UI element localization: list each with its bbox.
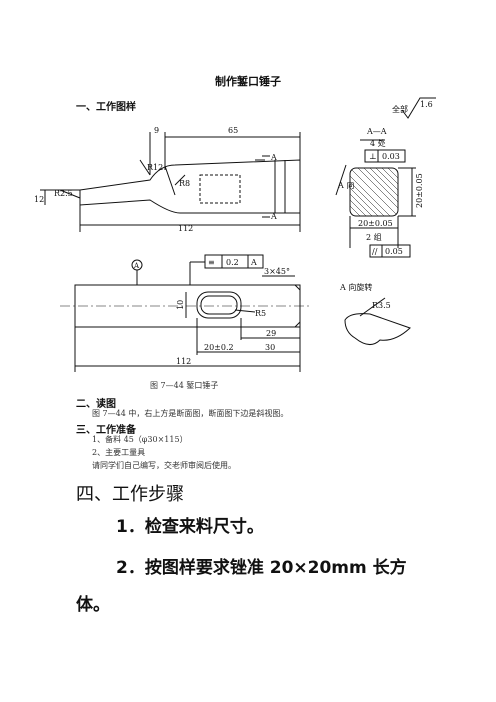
dim-29: 29	[266, 329, 276, 338]
parallel-count: 2 组	[366, 232, 382, 242]
perp-symbol: ⊥	[369, 152, 377, 161]
roughness-value: 1.6	[420, 100, 433, 109]
tol-par: 0.05	[385, 247, 403, 256]
prep-item: 2、主要工量具	[92, 448, 146, 457]
section-drawing-heading: 一、工作图样	[76, 102, 136, 113]
dim-65: 65	[228, 126, 238, 135]
front-view	[40, 132, 301, 232]
dim-20-bottom: 20±0.05	[358, 219, 393, 228]
roughness-label: 全部	[392, 104, 408, 114]
step-item: 2．按图样要求锉准 20×20mm 长方	[116, 558, 407, 578]
dim-r12: R12	[147, 163, 163, 172]
tol-perp: 0.03	[382, 152, 400, 161]
page-title: 制作錾口锤子	[215, 75, 281, 88]
section-mark-bottom: A	[270, 212, 277, 221]
dim-r5: R5	[255, 309, 266, 318]
datum-marker: A	[133, 262, 140, 270]
prep-item: 1、备料 45（φ30×115）	[92, 435, 188, 444]
dim-r8: R8	[179, 179, 190, 188]
prep-item: 请同学们自己编写，交老师审阅后使用。	[92, 461, 236, 470]
dim-112-bottom: 112	[176, 357, 191, 366]
section-prep-heading: 三、工作准备	[76, 425, 136, 436]
sym-tol: 0.2	[226, 258, 239, 267]
dim-112-top: 112	[178, 224, 193, 233]
step-item: 体。	[76, 595, 110, 615]
dim-20-02: 20±0.2	[204, 343, 234, 352]
dim-9: 9	[154, 126, 159, 135]
view-arrow-label: A 向	[337, 180, 354, 190]
rotated-view-label: A 向旋转	[339, 282, 372, 292]
roughness-symbol	[401, 97, 436, 119]
section-aa-label: A—A	[366, 127, 387, 136]
dim-10: 10	[176, 300, 185, 310]
read-text: 图 7—44 中，右上方是断面图，断面图下边是斜视图。	[92, 409, 289, 418]
sym-datum: A	[250, 258, 257, 267]
section-count: 4 处	[370, 138, 386, 148]
symmetry-symbol: ≡	[208, 258, 215, 267]
section-mark-top: A	[270, 153, 277, 162]
dim-r25: R2.5	[54, 189, 73, 198]
dim-30: 30	[265, 343, 275, 352]
rotated-r35: R3.5	[372, 301, 391, 310]
step-item: 1．检查来料尺寸。	[116, 517, 264, 537]
figure-caption: 图 7—44 錾口锤子	[150, 381, 219, 390]
section-read-heading: 二、读图	[76, 399, 116, 410]
dim-12: 12	[34, 195, 44, 204]
plan-view	[60, 254, 310, 372]
section-aa-view	[335, 139, 416, 258]
rotated-view	[344, 297, 411, 345]
section-steps-heading: 四、工作步骤	[76, 484, 184, 505]
dim-20-side: 20±0.05	[415, 173, 424, 208]
chamfer-dim: 3×45°	[264, 267, 290, 276]
parallel-symbol: //	[372, 247, 378, 256]
